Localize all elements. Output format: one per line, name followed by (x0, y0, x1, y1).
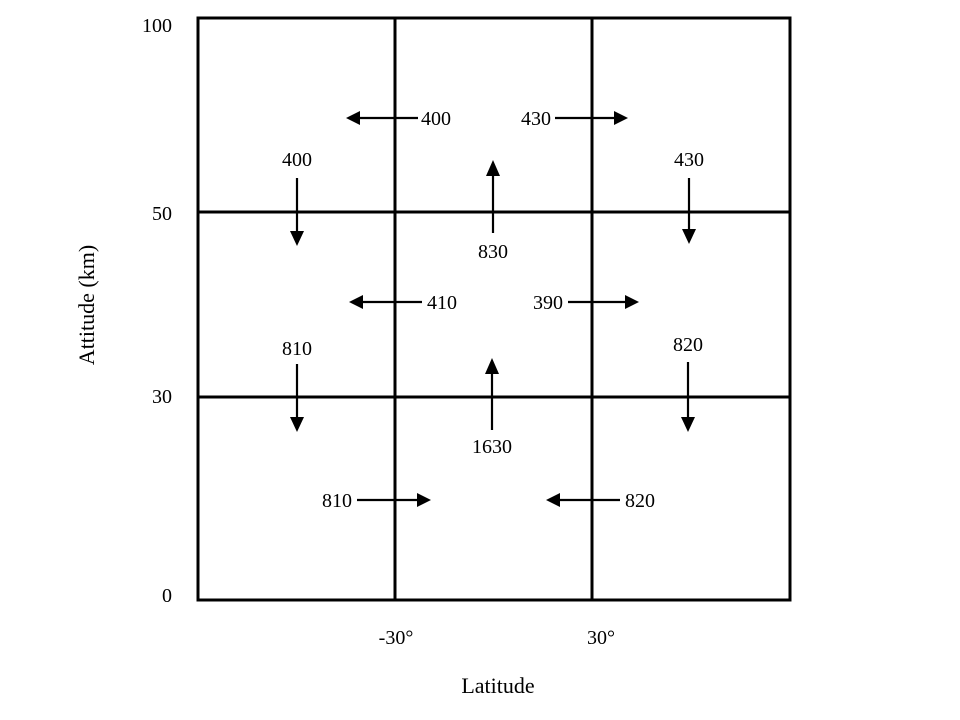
arrow-middle-left-down (290, 364, 304, 432)
arrow-middle-left-out-head (349, 295, 363, 309)
arrow-middle-right-down-head (681, 417, 695, 432)
y-tick-100: 100 (142, 15, 172, 37)
arrow-middle-right-out (568, 295, 639, 309)
y-tick-0: 0 (162, 585, 172, 607)
x-tick-30: 30° (587, 627, 615, 649)
arrow-upper-left-down-head (290, 231, 304, 246)
flow-label-upper-right-out: 430 (521, 108, 551, 130)
arrow-upper-right-down-head (682, 229, 696, 244)
arrow-middle-right-down (681, 362, 695, 432)
flow-label-upper-center-up: 830 (478, 241, 508, 263)
arrow-lower-center-up (485, 358, 499, 430)
arrow-upper-right-out-head (614, 111, 628, 125)
arrow-upper-right-down (682, 178, 696, 244)
arrow-upper-left-out-head (346, 111, 360, 125)
flow-label-upper-left-down: 400 (282, 149, 312, 171)
arrow-upper-right-out (555, 111, 628, 125)
x-tick-minus-30: -30° (379, 627, 414, 649)
arrow-upper-left-down (290, 178, 304, 246)
arrow-lower-left-in (357, 493, 431, 507)
arrow-lower-right-in-head (546, 493, 560, 507)
arrow-lower-left-in-head (417, 493, 431, 507)
arrow-upper-left-out (346, 111, 418, 125)
flow-label-lower-left-in: 810 (322, 490, 352, 512)
flow-label-middle-right-down: 820 (673, 334, 703, 356)
flow-label-upper-left-out: 400 (421, 108, 451, 130)
y-tick-30: 30 (152, 386, 172, 408)
arrow-middle-right-out-head (625, 295, 639, 309)
flow-label-middle-left-down: 810 (282, 338, 312, 360)
flow-label-middle-right-out: 390 (533, 292, 563, 314)
grid-outer-frame (196, 16, 792, 602)
arrow-upper-center-up-head (486, 160, 500, 176)
flow-label-lower-center-up: 1630 (472, 436, 512, 458)
x-axis-title: Latitude (461, 673, 534, 698)
arrow-lower-center-up-head (485, 358, 499, 374)
flow-label-middle-left-out: 410 (427, 292, 457, 314)
arrow-middle-left-down-head (290, 417, 304, 432)
y-tick-50: 50 (152, 203, 172, 225)
arrow-lower-right-in (546, 493, 620, 507)
flow-label-upper-right-down: 430 (674, 149, 704, 171)
arrow-middle-left-out (349, 295, 422, 309)
flow-label-lower-right-in: 820 (625, 490, 655, 512)
y-axis-title: Attitude (km) (74, 245, 99, 365)
arrow-upper-center-up (486, 160, 500, 233)
box-grid (196, 16, 792, 602)
